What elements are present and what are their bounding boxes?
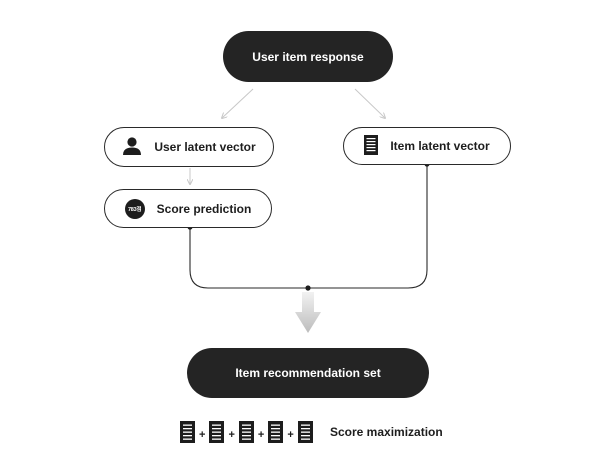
document-icon <box>268 421 284 448</box>
node-user-item-response-label: User item response <box>252 49 364 64</box>
person-icon <box>122 136 142 159</box>
node-score-prediction: 783점 Score prediction <box>104 189 272 228</box>
arrow-response-to-user-vector <box>222 88 254 118</box>
plus-sign: + <box>257 428 265 441</box>
plus-sign: + <box>287 428 294 441</box>
node-user-latent-vector-label: User latent vector <box>154 140 256 154</box>
node-score-prediction-label: Score prediction <box>156 201 252 216</box>
node-item-recommendation-set: Item recommendation set <box>187 348 429 398</box>
score-maximization-label: Score maximization <box>330 425 443 439</box>
node-user-item-response: User item response <box>223 31 393 82</box>
document-icon <box>180 421 195 448</box>
plus-sign: + <box>199 428 206 441</box>
score-badge: 783점 <box>124 198 145 219</box>
down-arrow-icon <box>295 292 321 333</box>
node-user-latent-vector: User latent vector <box>104 127 274 167</box>
document-icon <box>364 134 379 158</box>
plus-sign: + <box>228 428 235 441</box>
document-sum: + + + + <box>180 421 313 448</box>
document-icon <box>297 421 313 448</box>
document-icon <box>209 421 225 448</box>
node-item-latent-vector: Item latent vector <box>343 127 511 165</box>
node-item-latent-vector-label: Item latent vector <box>390 139 490 153</box>
arrow-response-to-item-vector <box>354 88 385 118</box>
node-item-recommendation-set-label: Item recommendation set <box>235 366 381 380</box>
document-icon <box>238 421 254 448</box>
dot-merge <box>305 285 311 291</box>
